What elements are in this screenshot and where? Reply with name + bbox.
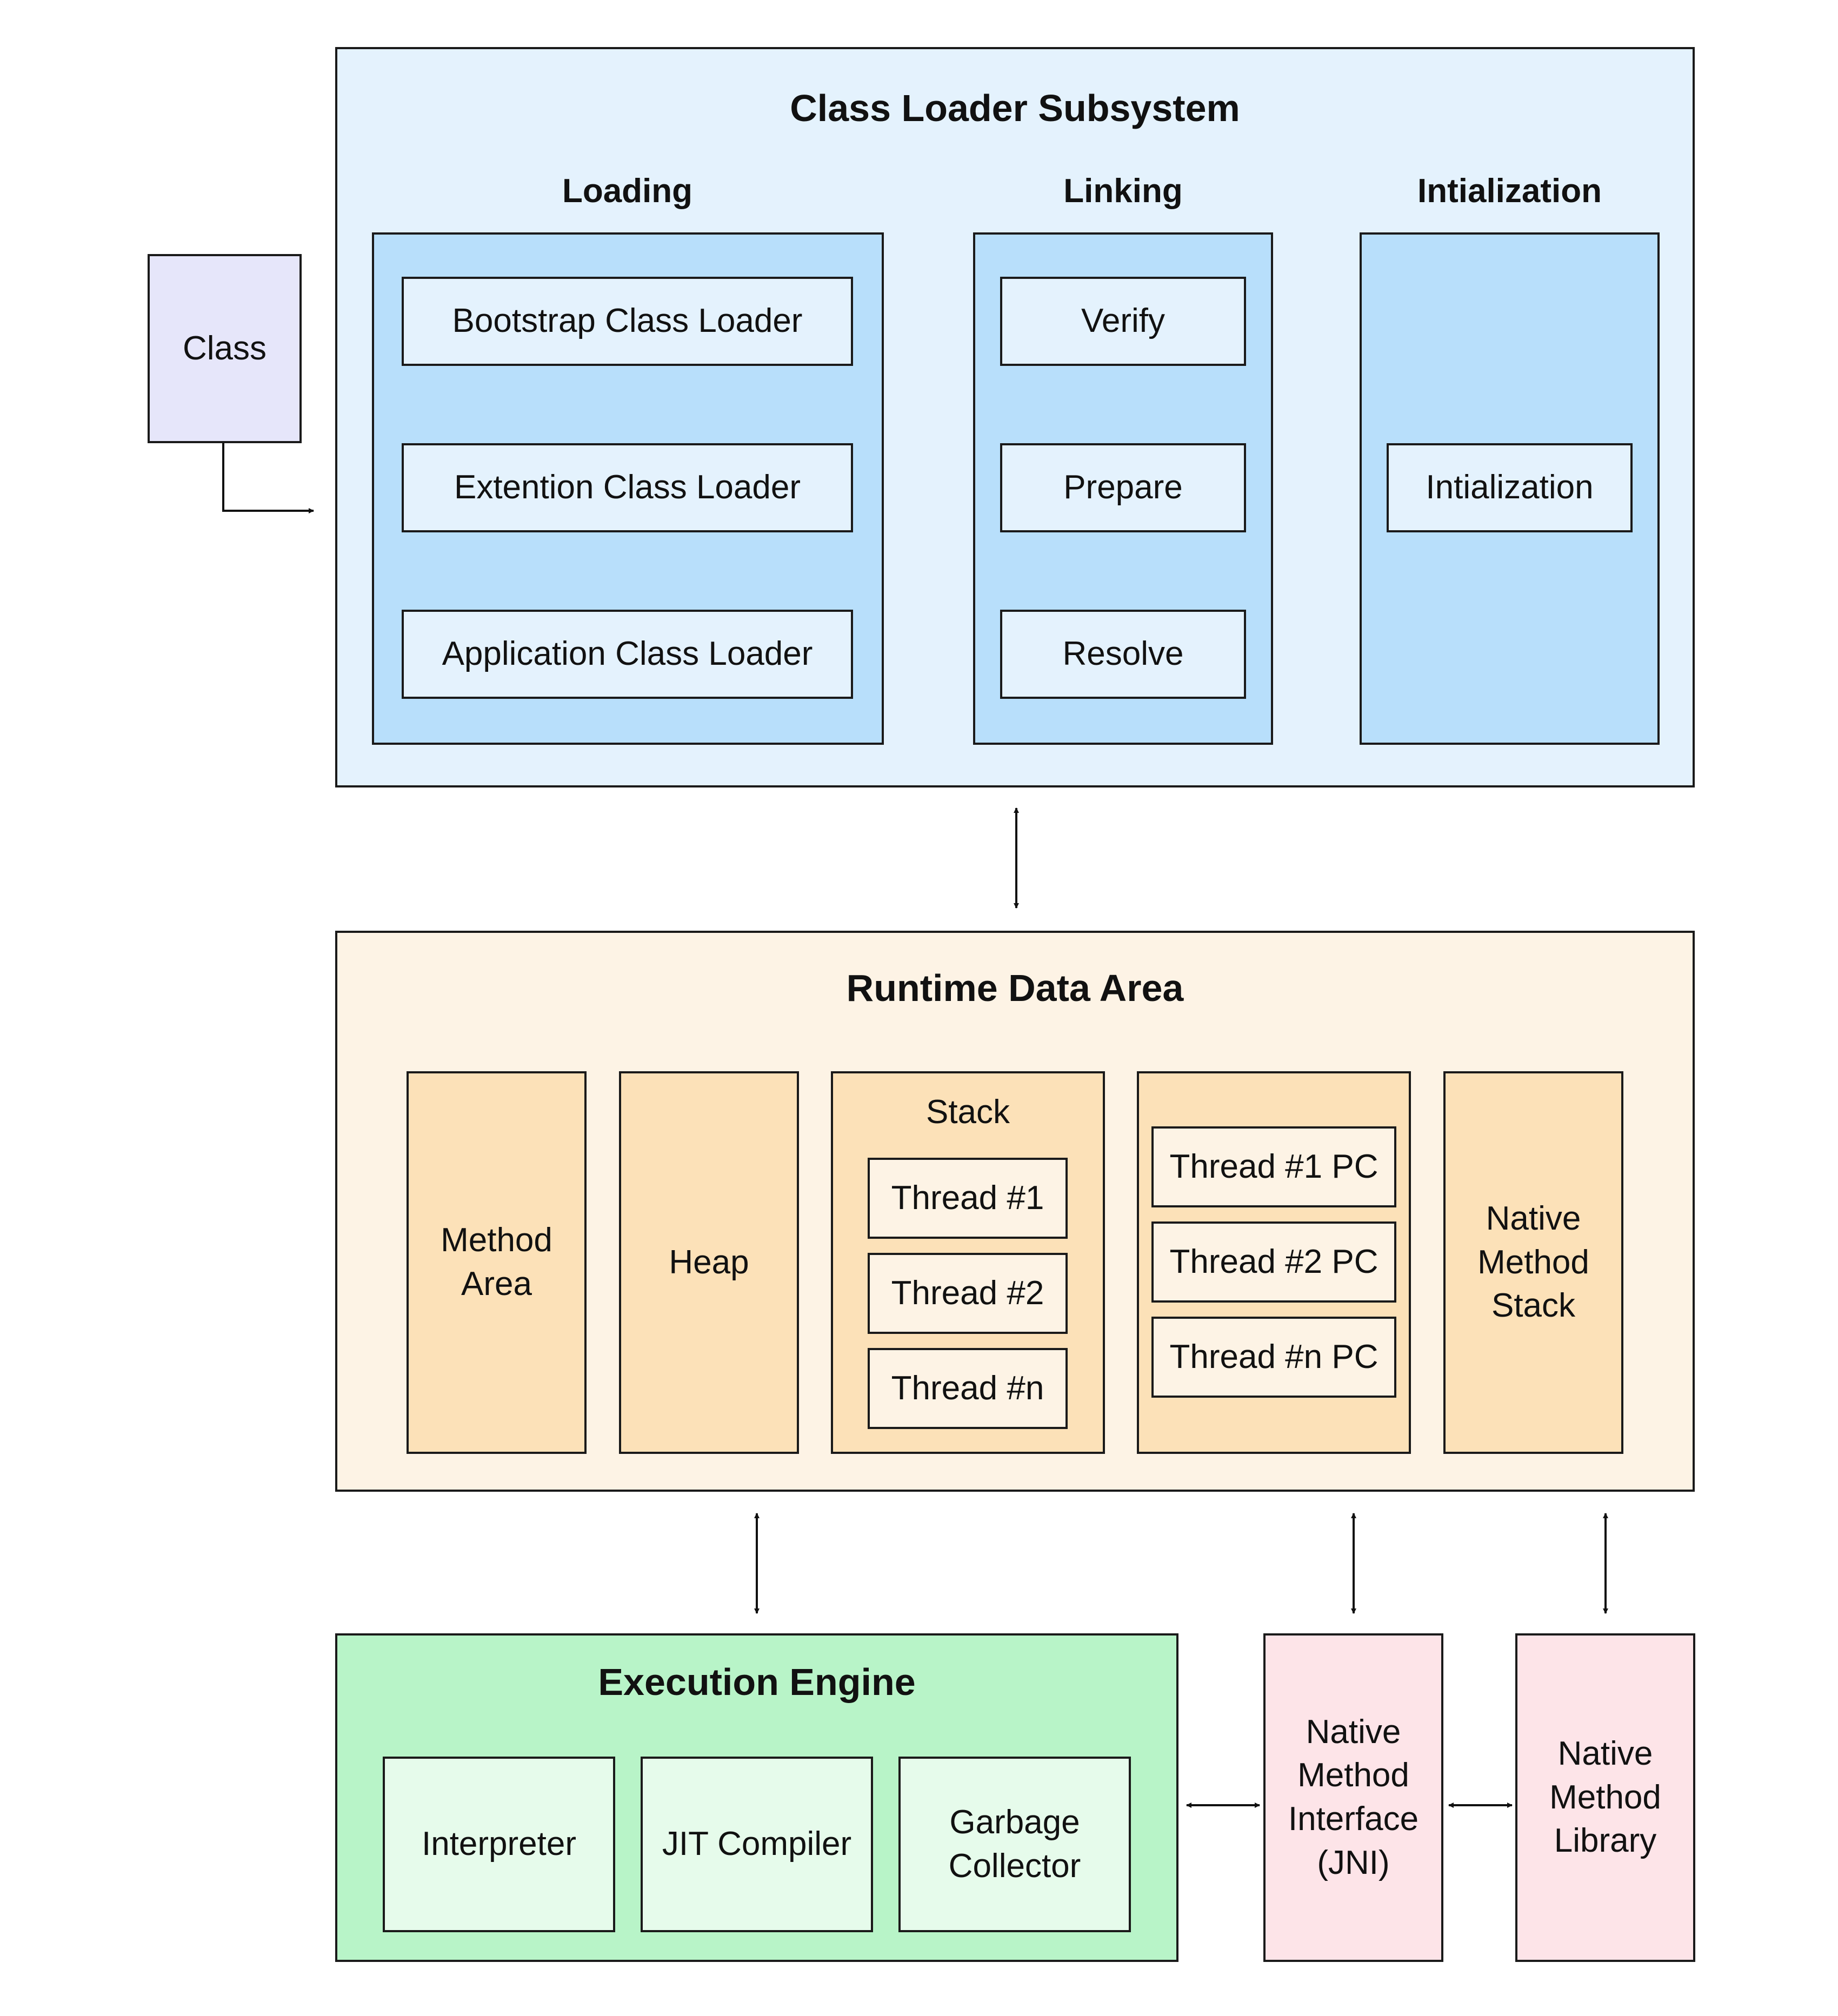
pc-thread-n: Thread #n PC (1151, 1317, 1396, 1398)
execution-title: Execution Engine (598, 1661, 916, 1703)
class-loader-title: Class Loader Subsystem (790, 87, 1240, 129)
native-method-stack: Native Method Stack (1443, 1071, 1623, 1454)
verify-step: Verify (1000, 277, 1246, 366)
native-method-interface: Native Method Interface (JNI) (1263, 1633, 1443, 1962)
garbage-collector: Garbage Collector (898, 1757, 1131, 1932)
interpreter: Interpreter (383, 1757, 615, 1932)
extension-class-loader: Extention Class Loader (402, 443, 853, 532)
class-label: Class (182, 329, 267, 367)
pc-thread-1: Thread #1 PC (1151, 1126, 1396, 1207)
runtime-title: Runtime Data Area (846, 967, 1184, 1009)
arrow-class-to-loader (222, 443, 314, 513)
pc-thread-2: Thread #2 PC (1151, 1221, 1396, 1303)
jit-compiler: JIT Compiler (641, 1757, 873, 1932)
initialization-step: Intialization (1387, 443, 1633, 532)
bootstrap-class-loader: Bootstrap Class Loader (402, 277, 853, 366)
prepare-step: Prepare (1000, 443, 1246, 532)
linking-title: Linking (1063, 172, 1183, 210)
class-box: Class (148, 254, 302, 443)
stack-thread-1: Thread #1 (868, 1158, 1068, 1239)
stack-title: Stack (925, 1093, 1010, 1131)
heap: Heap (619, 1071, 799, 1454)
stack-thread-n: Thread #n (868, 1348, 1068, 1429)
native-method-library: Native Method Library (1515, 1633, 1695, 1962)
resolve-step: Resolve (1000, 610, 1246, 699)
stack-thread-2: Thread #2 (868, 1253, 1068, 1334)
application-class-loader: Application Class Loader (402, 610, 853, 699)
loading-title: Loading (562, 172, 693, 210)
initialization-title: Intialization (1417, 172, 1602, 210)
method-area: Method Area (407, 1071, 587, 1454)
